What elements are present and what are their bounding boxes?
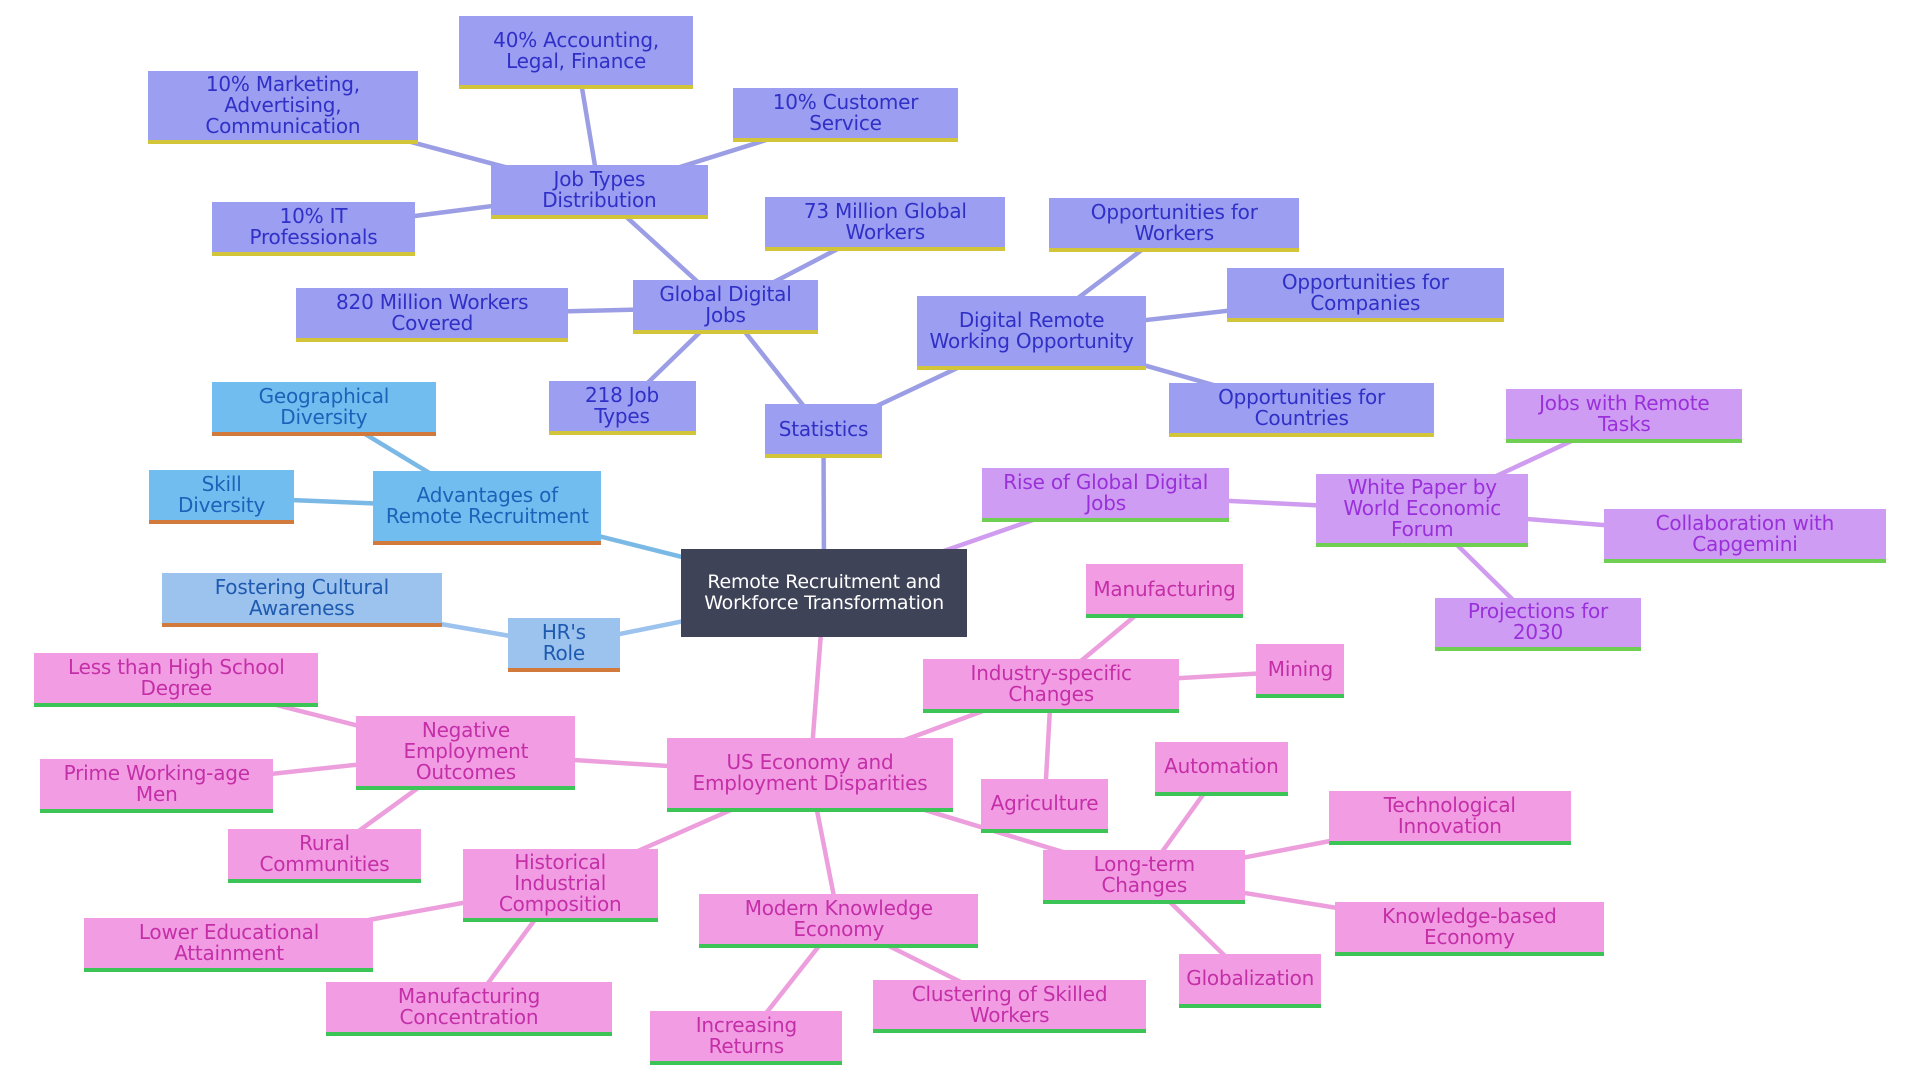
node-label: Digital Remote Working Opportunity xyxy=(929,308,1134,354)
node-label: Opportunities for Workers xyxy=(1090,200,1258,246)
node-rise-global[interactable]: Rise of Global Digital Jobs xyxy=(982,467,1230,522)
node-opp-workers[interactable]: Opportunities for Workers xyxy=(1049,198,1300,253)
node-prime-men[interactable]: Prime Working-age Men xyxy=(40,759,274,814)
node-label: Projections for 2030 xyxy=(1467,599,1609,645)
node-label: Agriculture xyxy=(990,791,1099,816)
node-customer-service[interactable]: 10% Customer Service xyxy=(733,88,958,143)
node-automation[interactable]: Automation xyxy=(1154,742,1289,796)
node-label: Remote Recruitment and Workforce Transfo… xyxy=(704,570,944,614)
node-manufacturing[interactable]: Manufacturing xyxy=(1086,564,1243,619)
node-projections[interactable]: Projections for 2030 xyxy=(1435,597,1641,652)
node-label: 218 Job Types xyxy=(585,382,660,428)
node-label: Opportunities for Countries xyxy=(1218,385,1386,431)
node-label: Increasing Returns xyxy=(695,1013,797,1059)
node-label: Collaboration with Capgemini xyxy=(1655,511,1835,557)
node-label: 40% Accounting, Legal, Finance xyxy=(493,27,660,73)
node-label: Prime Working-age Men xyxy=(63,761,250,807)
node-label: Opportunities for Companies xyxy=(1281,270,1449,316)
node-label: Rural Communities xyxy=(259,830,390,876)
node-label: Technological Innovation xyxy=(1383,792,1516,838)
node-label: Fostering Cultural Awareness xyxy=(214,574,389,620)
node-global-digital-jobs[interactable]: Global Digital Jobs xyxy=(633,280,818,335)
node-label: Knowledge-based Economy xyxy=(1382,904,1557,950)
node-long-term[interactable]: Long-term Changes xyxy=(1043,849,1246,904)
node-label: Skill Diversity xyxy=(178,472,266,518)
node-increasing-returns[interactable]: Increasing Returns xyxy=(650,1011,843,1066)
node-label: Globalization xyxy=(1186,966,1315,991)
node-label: Mining xyxy=(1267,656,1333,681)
node-clustering[interactable]: Clustering of Skilled Workers xyxy=(873,979,1147,1034)
node-geo-diversity[interactable]: Geographical Diversity xyxy=(211,382,436,436)
node-label: Job Types Distribution xyxy=(542,167,657,213)
node-opp-companies[interactable]: Opportunities for Companies xyxy=(1226,268,1504,323)
node-digital-remote[interactable]: Digital Remote Working Opportunity xyxy=(917,296,1147,370)
node-global-workers[interactable]: 73 Million Global Workers xyxy=(765,197,1006,252)
node-opp-countries[interactable]: Opportunities for Countries xyxy=(1169,383,1434,438)
node-label: Geographical Diversity xyxy=(258,383,390,429)
node-us-economy[interactable]: US Economy and Employment Disparities xyxy=(667,738,953,812)
node-label: HR's Role xyxy=(541,620,586,666)
node-label: Modern Knowledge Economy xyxy=(744,895,933,941)
node-label: Manufacturing xyxy=(1093,576,1236,601)
node-label: Industry-specific Changes xyxy=(970,660,1133,706)
node-label: 820 Million Workers Covered xyxy=(336,289,529,335)
node-globalization[interactable]: Globalization xyxy=(1179,953,1322,1008)
node-root[interactable]: Remote Recruitment and Workforce Transfo… xyxy=(680,548,968,637)
node-label: 10% Customer Service xyxy=(772,90,919,136)
node-label: Statistics xyxy=(778,416,869,441)
node-remote-tasks[interactable]: Jobs with Remote Tasks xyxy=(1506,389,1743,444)
node-label: US Economy and Employment Disparities xyxy=(692,750,928,796)
node-label: Lower Educational Attainment xyxy=(138,920,320,966)
node-knowledge-based[interactable]: Knowledge-based Economy xyxy=(1334,902,1605,957)
node-statistics[interactable]: Statistics xyxy=(765,404,882,458)
node-capgemini[interactable]: Collaboration with Capgemini xyxy=(1604,509,1886,564)
node-accounting[interactable]: 40% Accounting, Legal, Finance xyxy=(459,15,694,90)
node-hr-role[interactable]: HR's Role xyxy=(508,618,620,673)
node-less-high-school[interactable]: Less than High School Degree xyxy=(34,652,319,707)
node-industry-changes[interactable]: Industry-specific Changes xyxy=(923,658,1180,713)
node-label: Long-term Changes xyxy=(1093,851,1196,897)
node-manufacturing-conc[interactable]: Manufacturing Concentration xyxy=(325,982,613,1036)
node-label: Clustering of Skilled Workers xyxy=(911,981,1108,1027)
node-label: Negative Employment Outcomes xyxy=(403,717,529,784)
node-knowledge-economy[interactable]: Modern Knowledge Economy xyxy=(699,893,979,948)
node-agriculture[interactable]: Agriculture xyxy=(980,778,1109,833)
node-white-paper[interactable]: White Paper by World Economic Forum xyxy=(1316,473,1529,548)
node-label: Global Digital Jobs xyxy=(659,282,792,328)
node-label: 73 Million Global Workers xyxy=(803,199,967,245)
node-label: Less than High School Degree xyxy=(68,654,285,700)
node-tech-innovation[interactable]: Technological Innovation xyxy=(1328,791,1571,845)
node-job-types[interactable]: 218 Job Types xyxy=(548,380,696,435)
node-marketing[interactable]: 10% Marketing, Advertising, Communicatio… xyxy=(148,71,418,145)
node-label: Historical Industrial Composition xyxy=(498,849,622,916)
node-historical[interactable]: Historical Industrial Composition xyxy=(462,848,658,923)
node-label: 10% IT Professionals xyxy=(249,203,378,249)
node-negative-outcomes[interactable]: Negative Employment Outcomes xyxy=(356,716,576,790)
node-label: Advantages of Remote Recruitment xyxy=(385,483,589,529)
node-label: Rise of Global Digital Jobs xyxy=(1003,469,1209,515)
node-rural[interactable]: Rural Communities xyxy=(227,828,422,883)
node-label: 10% Marketing, Advertising, Communicatio… xyxy=(205,72,361,139)
node-skill-diversity[interactable]: Skill Diversity xyxy=(149,470,294,525)
node-mining[interactable]: Mining xyxy=(1256,644,1345,698)
node-label: Automation xyxy=(1164,754,1279,779)
node-job-types-distribution[interactable]: Job Types Distribution xyxy=(491,165,708,220)
node-advantages[interactable]: Advantages of Remote Recruitment xyxy=(373,471,602,545)
node-cultural-awareness[interactable]: Fostering Cultural Awareness xyxy=(161,573,443,627)
node-label: White Paper by World Economic Forum xyxy=(1343,475,1502,542)
node-label: Manufacturing Concentration xyxy=(397,983,541,1029)
node-lower-education[interactable]: Lower Educational Attainment xyxy=(84,918,374,973)
node-label: Jobs with Remote Tasks xyxy=(1539,391,1710,437)
node-workers-covered[interactable]: 820 Million Workers Covered xyxy=(296,287,569,342)
node-it-professionals[interactable]: 10% IT Professionals xyxy=(211,202,416,256)
